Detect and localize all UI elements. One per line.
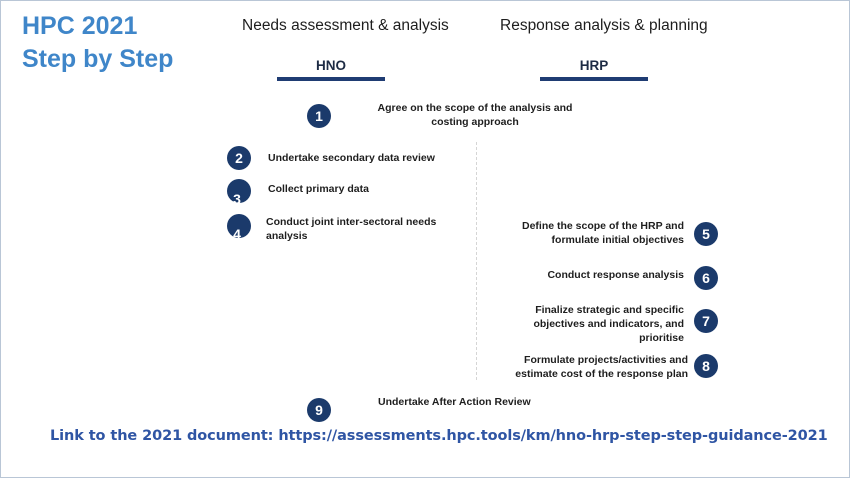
- step-3-text: Collect primary data: [268, 183, 369, 195]
- step-1-badge: 1: [307, 104, 331, 128]
- step-6-text: Conduct response analysis: [547, 269, 684, 281]
- column-divider: [476, 142, 477, 380]
- step-5-badge: 5: [694, 222, 718, 246]
- step-3-badge: 3: [227, 179, 251, 207]
- slide-title-line-1: HPC 2021: [22, 12, 138, 40]
- hrp-column-heading: Response analysis & planning: [500, 17, 708, 34]
- step-2-badge: 2: [227, 146, 251, 170]
- slide-title-line-2: Step by Step: [22, 45, 174, 73]
- step-9-text: Undertake After Action Review: [378, 396, 531, 408]
- document-link-line: Link to the 2021 document: https://asses…: [50, 428, 828, 444]
- hrp-tab-label: HRP: [579, 58, 609, 73]
- step-4-badge: 4: [227, 214, 251, 242]
- hno-tab-underline: [277, 77, 385, 81]
- document-link[interactable]: https://assessments.hpc.tools/km/hno-hrp…: [278, 428, 828, 444]
- document-link-label: Link to the 2021 document:: [50, 428, 279, 444]
- step-7-badge: 7: [694, 309, 718, 333]
- step-8-badge: 8: [694, 354, 718, 378]
- step-6-badge: 6: [694, 266, 718, 290]
- step-9-badge: 9: [307, 398, 331, 422]
- hno-tab-label: HNO: [316, 58, 346, 73]
- step-2-text: Undertake secondary data review: [268, 152, 435, 164]
- hrp-tab-underline: [540, 77, 648, 81]
- hno-column-heading: Needs assessment & analysis: [242, 17, 449, 34]
